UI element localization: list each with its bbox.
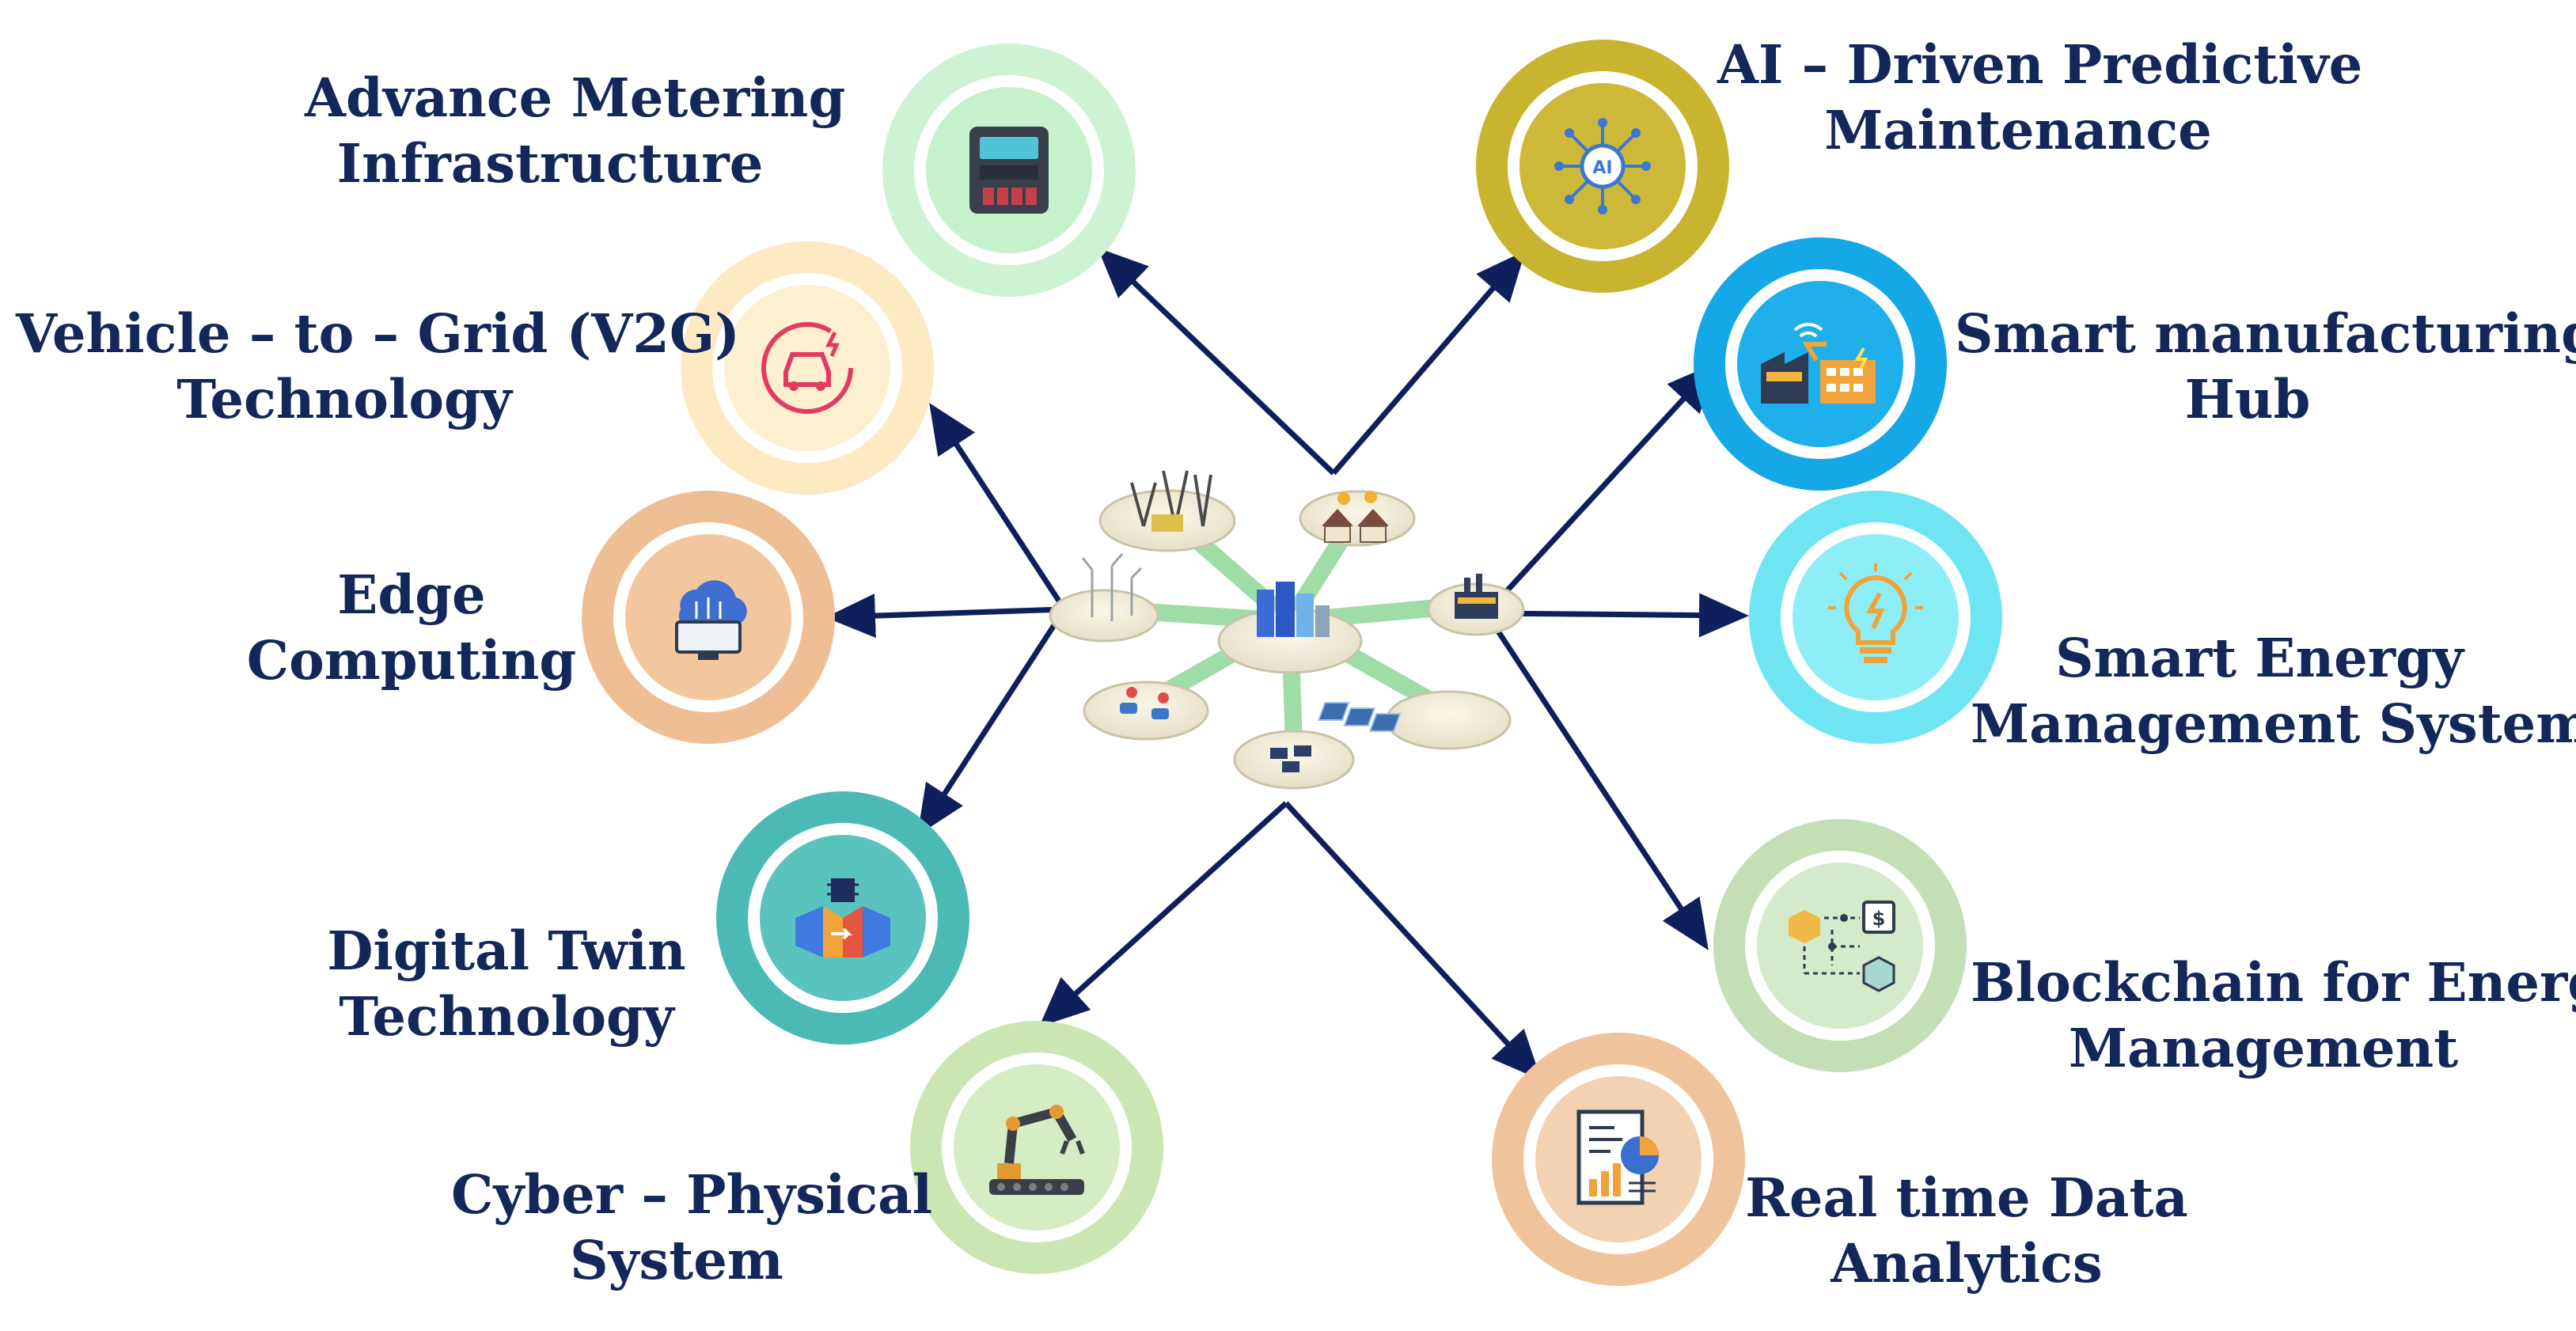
arrow-to-rtda [1284, 801, 1542, 1081]
label-mfg: Smart manufacturing Hub [1955, 301, 2576, 432]
label-twin-line2: Technology [339, 985, 674, 1048]
label-cps: Cyber – Physical System [451, 1162, 933, 1293]
arrow-to-twin [917, 608, 1067, 836]
ai-chip-icon: AI [1554, 118, 1651, 214]
label-blockchain-line1: Blockchain for Energy [1971, 951, 2576, 1014]
label-edge: Edge Computing [245, 562, 578, 693]
arrow-to-blockchain [1484, 612, 1709, 950]
electric-vehicle-icon [761, 322, 853, 414]
node-mfg [1694, 237, 1947, 491]
label-ai-line1: AI – Driven Predictive [1717, 33, 2363, 96]
label-mfg-line2: Hub [2184, 368, 2311, 430]
smart-bulb-icon [1828, 563, 1923, 663]
node-ai: AI [1476, 40, 1729, 293]
smart-meter-icon [969, 127, 1049, 214]
node-rtda [1492, 1033, 1745, 1286]
label-ami: Advance Metering Infrastructure [305, 65, 846, 196]
label-cps-line1: Cyber – Physical [451, 1163, 933, 1226]
label-twin-line1: Digital Twin [327, 920, 686, 982]
label-rtda-line1: Real time Data [1745, 1166, 2188, 1229]
node-twin [716, 791, 969, 1045]
label-sems: Smart Energy Management System [1971, 625, 2576, 757]
arrow-to-ai [1331, 250, 1526, 476]
node-blockchain: $ [1713, 819, 1967, 1072]
robotic-arm-icon [989, 1105, 1085, 1195]
arrow-to-ami [1097, 248, 1336, 476]
svg-text:AI: AI [1592, 158, 1612, 178]
label-edge-line2: Computing [246, 629, 577, 692]
arrow-to-cps [1038, 801, 1288, 1027]
label-rtda-line2: Analytics [1831, 1232, 2103, 1295]
arrow-to-mfg [1484, 362, 1717, 616]
label-blockchain: Blockchain for Energy Management [1971, 950, 2576, 1081]
label-sems-line1: Smart Energy [2055, 627, 2464, 689]
blockchain-icon: $ [1789, 901, 1895, 992]
label-v2g: Vehicle – to – Grid (V2G) Technology [16, 301, 740, 432]
smart-factory-icon [1761, 322, 1876, 404]
label-v2g-line2: Technology [176, 368, 512, 430]
label-blockchain-line2: Management [2068, 1017, 2459, 1079]
node-cps [910, 1021, 1163, 1274]
arrow-to-sems [1485, 593, 1749, 638]
node-v2g [681, 241, 934, 495]
node-sems [1749, 491, 2002, 744]
arrow-to-edge [825, 593, 1065, 639]
node-ami [882, 44, 1136, 297]
label-ai: AI – Driven Predictive Maintenance [1717, 32, 2363, 163]
node-edge [582, 491, 835, 744]
label-mfg-line1: Smart manufacturing [1955, 302, 2576, 365]
label-ai-line2: Maintenance [1824, 99, 2212, 161]
cloud-computing-icon [675, 580, 747, 660]
arrow-to-v2g [929, 403, 1067, 611]
label-v2g-line1: Vehicle – to – Grid (V2G) [16, 302, 740, 365]
label-sems-line2: Management System [1971, 692, 2576, 755]
label-cps-line2: System [570, 1229, 783, 1291]
label-ami-line2: Infrastructure [336, 132, 764, 195]
label-ami-line1: Advance Metering [305, 66, 846, 129]
label-twin: Digital Twin Technology [309, 918, 704, 1049]
label-edge-line1: Edge [337, 563, 486, 626]
smart-grid-hub-icon [1049, 470, 1525, 790]
label-rtda: Real time Data Analytics [1741, 1165, 2192, 1296]
digital-twin-icon [795, 878, 890, 957]
svg-text:$: $ [1872, 908, 1886, 930]
data-report-icon [1576, 1109, 1659, 1205]
